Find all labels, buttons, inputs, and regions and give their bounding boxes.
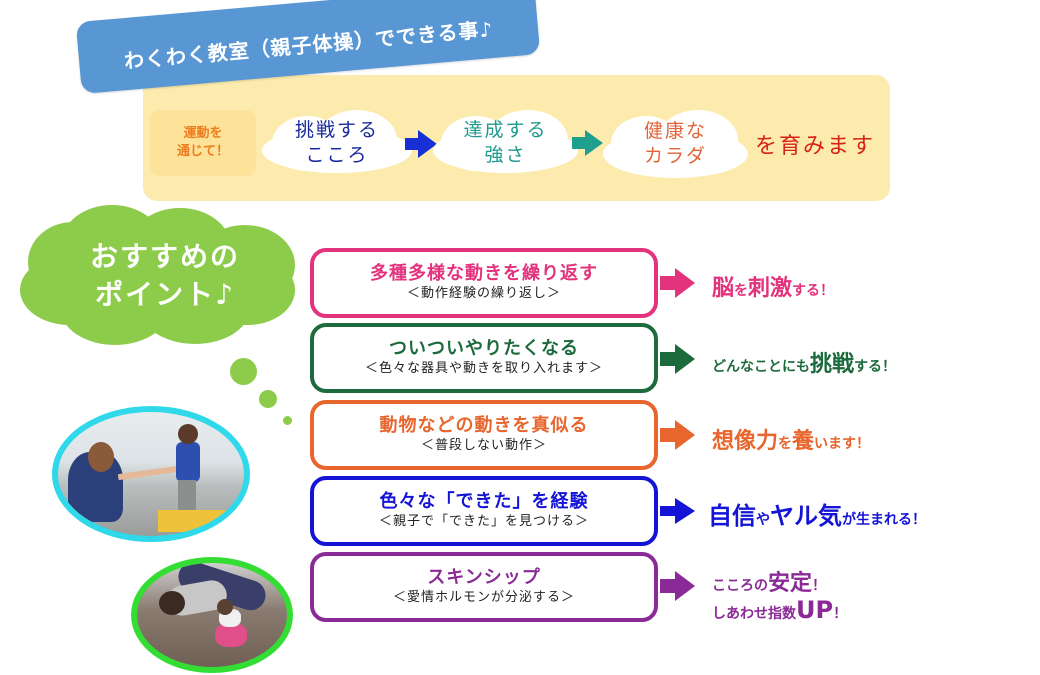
arrow-right-icon [660, 420, 696, 450]
photo-crawling [131, 557, 293, 673]
effect-brain-stimulation: 脳を刺激する！ [712, 276, 835, 301]
effect-heart-stability: こころの安定！ [712, 571, 827, 596]
thought-bubble-dot-small [283, 416, 292, 425]
step-cloud-healthy-body: 健康な カラダ [603, 108, 748, 180]
arrow-right-icon [660, 268, 696, 298]
arrow-right-icon [660, 344, 696, 374]
thought-bubble-dot-medium [259, 390, 277, 408]
point-box-can-do: 色々な「できた」を経験 ＜親子で「できた」を見つける＞ [310, 476, 658, 546]
points-header-title: おすすめの ポイント♪ [89, 240, 240, 311]
step-2-line2: 強さ [484, 144, 527, 166]
via-exercise-label: 運動を 通じて！ [150, 110, 256, 176]
step-cloud-challenge: 挑戦する こころ [262, 108, 412, 178]
photo-balance-beam [52, 406, 250, 542]
effect-happiness-up: しあわせ指数UP！ [712, 596, 848, 624]
point-box-imitate: 動物などの動きを真似る ＜普段しない動作＞ [310, 400, 658, 470]
via-label-line2: 通じて！ [176, 144, 229, 159]
point-box-want-to-do: ついついやりたくなる ＜色々な器具や動きを取り入れます＞ [310, 323, 658, 393]
effect-challenge: どんなことにも挑戦する！ [712, 352, 897, 377]
arrow-right-icon [405, 130, 437, 158]
page-title: わくわく教室（親子体操）でできる事♪ [123, 16, 495, 73]
step-2-line1: 達成する [463, 119, 548, 141]
point-box-skinship: スキンシップ ＜愛情ホルモンが分泌する＞ [310, 552, 658, 622]
arrow-right-icon [572, 130, 604, 156]
step-3-line1: 健康な [643, 120, 707, 142]
thought-bubble-dot-large [230, 358, 257, 385]
step-1-line1: 挑戦する [294, 119, 379, 141]
flow-result-text: を育みます [755, 134, 876, 159]
step-cloud-achievement: 達成する 強さ [433, 108, 578, 178]
step-3-line2: カラダ [643, 145, 707, 167]
effect-confidence: 自信やヤル気が生まれる！ [708, 502, 926, 530]
arrow-right-icon [660, 496, 696, 526]
point-box-variety: 多種多様な動きを繰り返す ＜動作経験の繰り返し＞ [310, 248, 658, 318]
step-1-line2: こころ [305, 144, 369, 166]
effect-imagination: 想像力を養います！ [712, 429, 871, 454]
arrow-right-icon [660, 571, 696, 601]
via-label-line1: 運動を [183, 126, 223, 141]
